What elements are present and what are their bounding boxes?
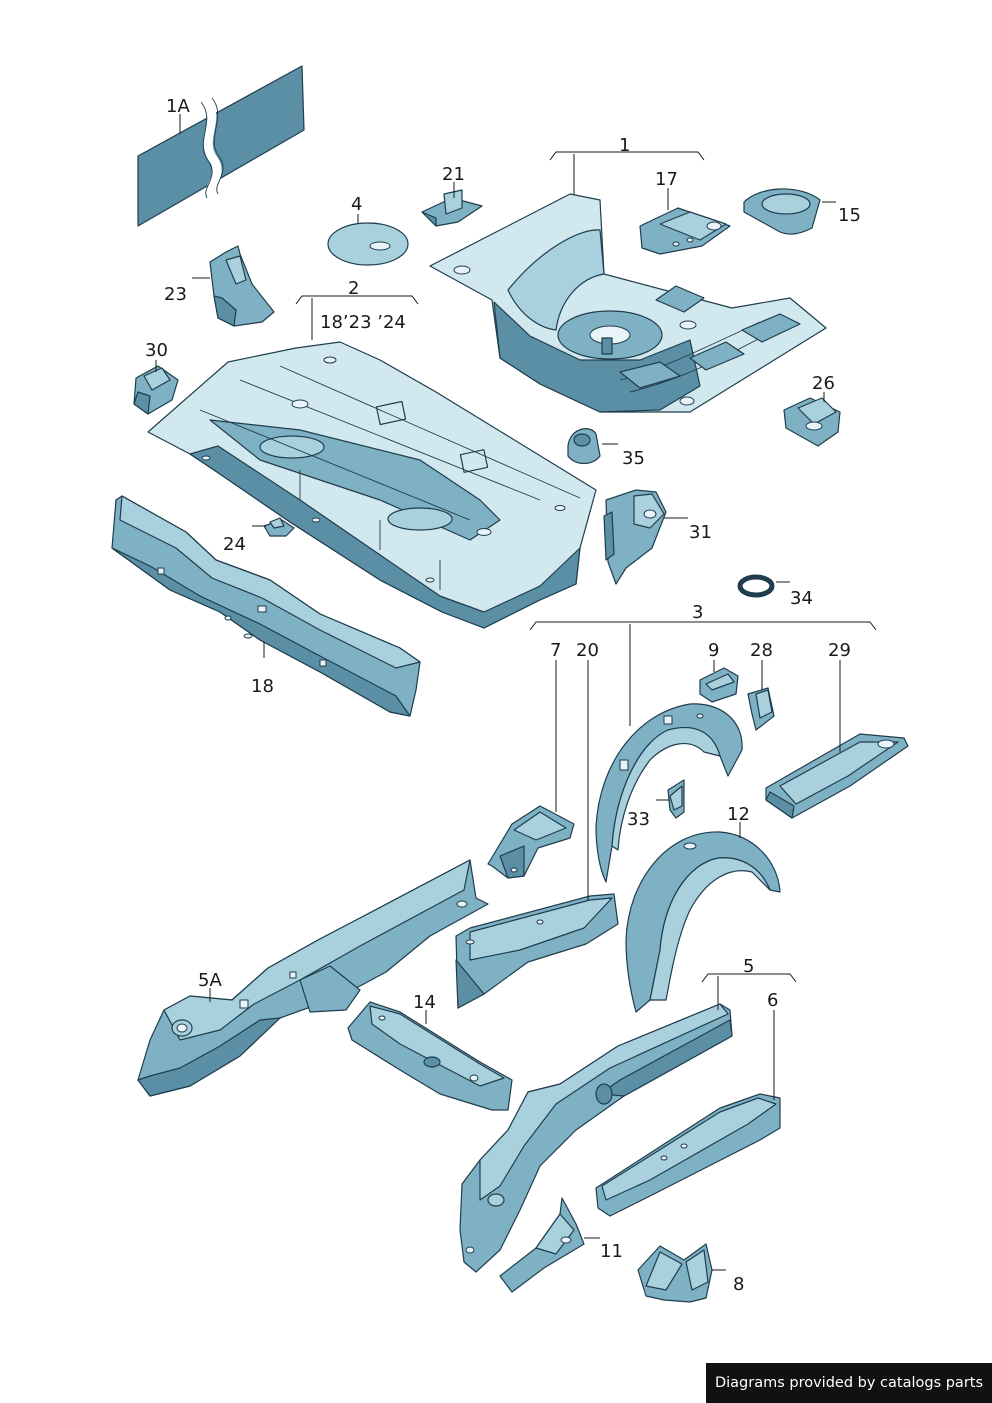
label-23: 23 — [164, 284, 187, 305]
part-labels: 1A 1 2 18’23 ’24 3 4 5 5A 6 7 8 9 11 12 … — [145, 96, 861, 1295]
label-15: 15 — [838, 205, 861, 226]
label-35: 35 — [622, 448, 645, 469]
part-20-side-member[interactable] — [455, 893, 619, 1009]
label-5: 5 — [743, 956, 754, 977]
part-5a-longitudinal-member[interactable] — [137, 859, 489, 1097]
label-29: 29 — [828, 640, 851, 661]
part-2-floor-pan[interactable] — [147, 341, 597, 629]
part-26-bracket[interactable] — [783, 397, 841, 447]
part-28-bracket[interactable] — [747, 687, 775, 731]
label-3: 3 — [692, 602, 703, 623]
part-1a-insulation-mat[interactable] — [137, 65, 305, 227]
label-2-sub: 18’23 ’24 — [320, 312, 406, 333]
label-12: 12 — [727, 804, 750, 825]
part-1-rear-floor-panel[interactable] — [429, 193, 827, 413]
footer-banner: Diagrams provided by catalogs parts — [706, 1363, 992, 1403]
label-24: 24 — [223, 534, 246, 555]
label-28: 28 — [750, 640, 773, 661]
label-21: 21 — [442, 164, 465, 185]
label-14: 14 — [413, 992, 436, 1013]
part-18-longitudinal-member[interactable] — [111, 495, 421, 717]
part-11-bracket[interactable] — [499, 1197, 585, 1293]
label-6: 6 — [767, 990, 778, 1011]
label-1: 1 — [619, 135, 630, 156]
part-31-bracket[interactable] — [603, 489, 667, 585]
part-15-cup[interactable] — [743, 188, 821, 235]
label-20: 20 — [576, 640, 599, 661]
label-34: 34 — [790, 588, 813, 609]
leader-lines — [155, 114, 877, 1271]
label-33: 33 — [627, 809, 650, 830]
part-9-bracket[interactable] — [699, 667, 739, 703]
label-11: 11 — [600, 1241, 623, 1262]
part-35-bump-stop[interactable] — [567, 428, 601, 465]
label-31: 31 — [689, 522, 712, 543]
part-12-wheel-housing-outer[interactable] — [625, 831, 781, 1013]
label-4: 4 — [351, 194, 362, 215]
part-17-bracket[interactable] — [639, 207, 731, 255]
label-2: 2 — [348, 278, 359, 299]
label-1a: 1A — [166, 96, 190, 117]
part-24-clip[interactable] — [263, 517, 295, 537]
label-9: 9 — [708, 640, 719, 661]
part-23-bracket[interactable] — [209, 245, 275, 327]
part-33-bracket[interactable] — [667, 779, 685, 819]
label-7: 7 — [550, 640, 561, 661]
part-8-bracket[interactable] — [637, 1243, 713, 1303]
label-18: 18 — [251, 676, 274, 697]
label-30: 30 — [145, 340, 168, 361]
label-5a: 5A — [198, 970, 222, 991]
footer-credit-text: Diagrams provided by catalogs parts — [714, 1375, 984, 1391]
part-5-rear-longitudinal-member[interactable] — [459, 1003, 733, 1273]
part-7-bracket[interactable] — [487, 805, 575, 879]
label-26: 26 — [812, 373, 835, 394]
part-3-wheel-housing-inner[interactable] — [595, 703, 743, 883]
part-21-bracket[interactable] — [421, 189, 483, 227]
label-17: 17 — [655, 169, 678, 190]
part-30-bracket[interactable] — [133, 365, 179, 415]
part-29-support-rail[interactable] — [765, 733, 909, 819]
part-34-ring[interactable] — [737, 574, 775, 598]
part-14-cross-member[interactable] — [347, 1001, 513, 1111]
label-8: 8 — [733, 1274, 744, 1295]
part-6-sill[interactable] — [595, 1093, 781, 1217]
part-4-round-cover[interactable] — [327, 222, 409, 266]
